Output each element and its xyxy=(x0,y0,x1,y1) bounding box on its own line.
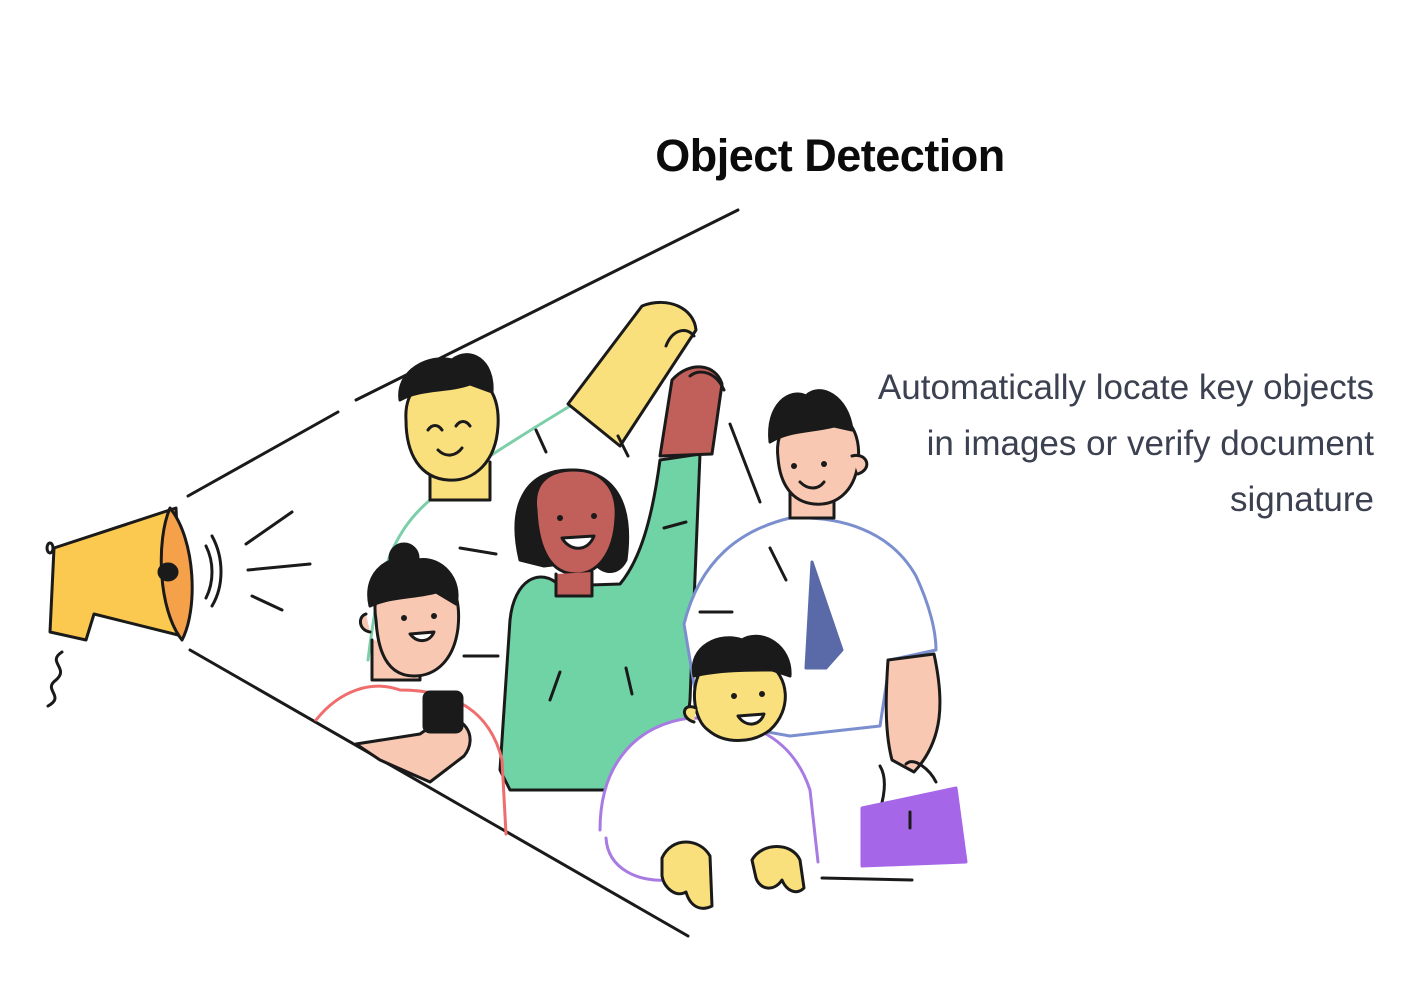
person-top xyxy=(366,300,698,662)
person-left xyxy=(314,542,508,836)
person-bottom xyxy=(598,634,914,910)
person-center xyxy=(458,365,726,792)
megaphone-icon xyxy=(45,506,312,708)
feature-title: Object Detection xyxy=(655,130,1005,181)
person-right xyxy=(682,389,968,868)
megaphone-crowd-illustration xyxy=(45,208,968,938)
feature-description: Automatically locate key objects in imag… xyxy=(877,368,1374,519)
